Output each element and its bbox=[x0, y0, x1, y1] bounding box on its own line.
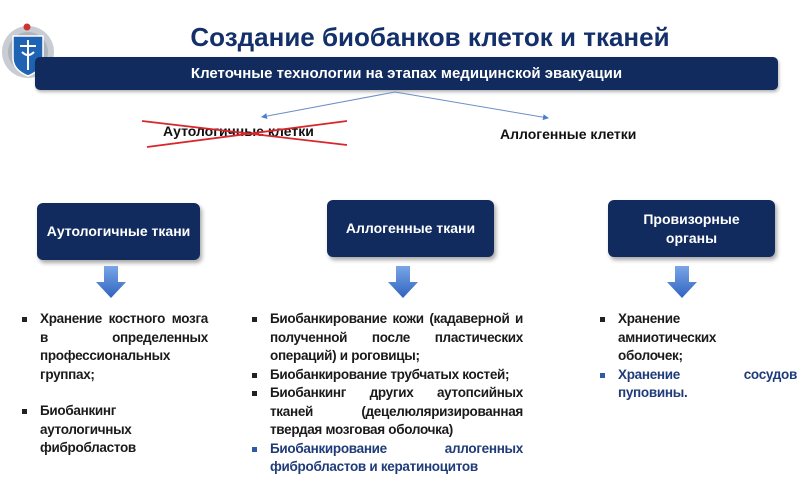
cross-out-mark bbox=[141, 120, 348, 148]
list-item: Биобанкирование аллогенных фибробластов … bbox=[250, 440, 523, 477]
list-item: Хранение амниотических оболочек; bbox=[598, 310, 738, 366]
list-item: Биобанкинг других аутопсийных тканей (де… bbox=[250, 384, 523, 440]
down-arrow-icon bbox=[667, 266, 697, 298]
list-item: Биобанкирование трубчатых костей; bbox=[250, 366, 523, 385]
box-allogeneic-tissues: Аллогенные ткани bbox=[327, 200, 494, 257]
list-item: Хранение сосудов пуповины. bbox=[598, 366, 797, 403]
list-allogeneic: Биобанкирование кожи (кадаверной и получ… bbox=[250, 310, 523, 477]
list-item: Биобанкинг аутологичных фибробластов bbox=[20, 402, 208, 458]
page-title: Создание биобанков клеток и тканей bbox=[190, 22, 670, 52]
arrow-right bbox=[394, 91, 549, 121]
allogeneic-cells-label: Аллогенные клетки bbox=[500, 126, 637, 142]
down-arrows bbox=[96, 266, 697, 298]
arrow-left bbox=[261, 91, 396, 120]
list-autologous: Хранение костного мозга в определенных п… bbox=[20, 310, 208, 458]
down-arrow-icon bbox=[388, 266, 418, 298]
banner: Клеточные технологии на этапах медицинск… bbox=[35, 57, 778, 90]
branch-arrows bbox=[261, 91, 549, 121]
list-item: Биобанкирование кожи (кадаверной и получ… bbox=[250, 310, 523, 366]
list-provisional: Хранение амниотических оболочек; Хранени… bbox=[598, 310, 797, 403]
box-autologous-tissues: Аутологичные ткани bbox=[37, 203, 200, 260]
down-arrow-icon bbox=[96, 266, 126, 298]
box-provisional-organs: Провизорные органы bbox=[608, 200, 775, 257]
list-item: Хранение костного мозга в определенных п… bbox=[20, 310, 208, 384]
